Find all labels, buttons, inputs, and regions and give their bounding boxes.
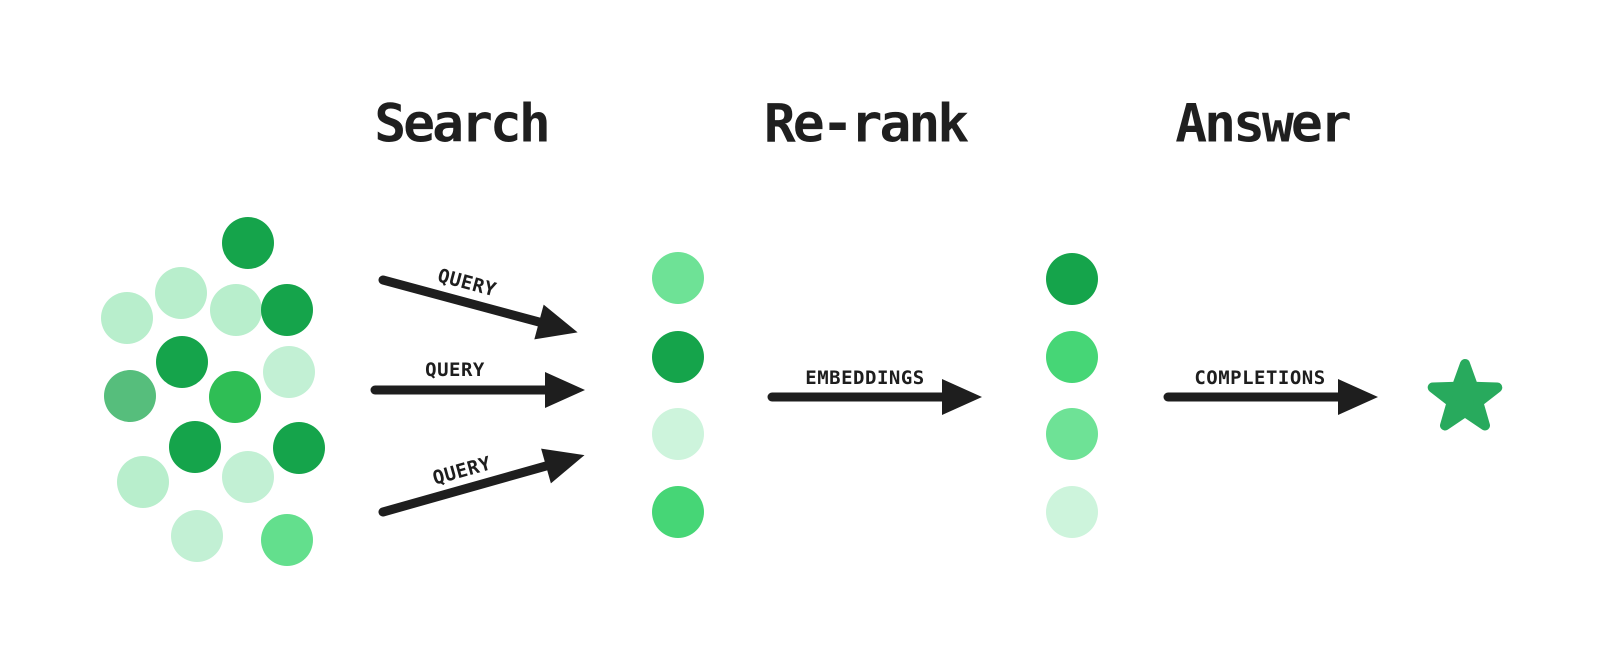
dot [1046,331,1098,383]
query-label-middle: QUERY [425,359,485,381]
dot [222,217,274,269]
stage-title-answer: Answer [1175,93,1351,155]
star-icon [1427,359,1503,431]
dot [101,292,153,344]
dot [171,510,223,562]
dot [652,252,704,304]
dot [261,284,313,336]
dot [261,514,313,566]
dot [1046,408,1098,460]
dot [156,336,208,388]
dot [222,451,274,503]
dot [209,371,261,423]
dot [210,284,262,336]
dot [155,267,207,319]
dot [652,486,704,538]
query-arrow-top [378,275,578,340]
query-arrow-bottom [378,448,585,517]
dot [169,421,221,473]
dot [1046,486,1098,538]
dot [273,422,325,474]
dot [263,346,315,398]
dot [104,370,156,422]
stage-title-search: Search [374,93,550,155]
dot [652,331,704,383]
dot [117,456,169,508]
dot [652,408,704,460]
embeddings-label: EMBEDDINGS [805,367,925,389]
stage-title-rerank: Re-rank [763,93,969,155]
dot [1046,253,1098,305]
completions-label: COMPLETIONS [1194,367,1326,389]
